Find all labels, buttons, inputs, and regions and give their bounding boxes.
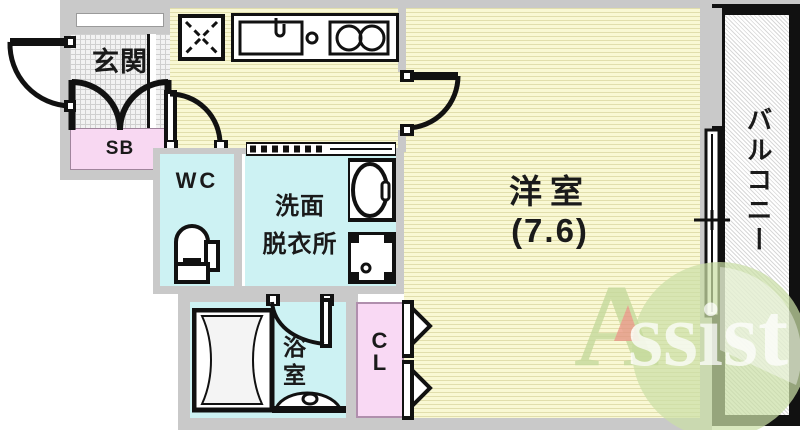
entrance-label: 玄関 xyxy=(92,47,148,78)
wall-entrance-outer-left xyxy=(60,0,70,180)
shoe-box-label: SB xyxy=(105,138,135,159)
closet-doors[interactable] xyxy=(400,300,436,420)
wall-top-main xyxy=(155,0,800,8)
wall-bottom-main xyxy=(178,418,712,430)
washing-machine-icon xyxy=(347,231,396,284)
hall-door[interactable] xyxy=(162,88,232,150)
entry-door[interactable] xyxy=(0,34,78,116)
wall-washroom-right xyxy=(396,148,404,294)
western-room-label: 洋室 xyxy=(509,172,591,211)
toilet-label: WC xyxy=(175,168,219,193)
wall-entrance-outer-bottom xyxy=(60,170,188,180)
wash-basin-icon xyxy=(346,158,396,224)
wall-washroom-bottom xyxy=(242,286,404,294)
wall-wc-block xyxy=(155,148,255,154)
kitchen-sink-icon xyxy=(231,13,399,62)
wall-wc-bottom xyxy=(153,286,243,294)
balcony-left-strip xyxy=(712,8,722,126)
washroom-sliding-door[interactable] xyxy=(245,142,397,156)
wall-kitchen-room-divider2 xyxy=(398,130,406,152)
bathroom-label-line1: 浴 xyxy=(283,335,307,361)
shower-fixture-icon xyxy=(272,384,348,414)
window-open-marker-icon xyxy=(694,210,730,230)
bathtub-icon xyxy=(191,307,276,414)
closet-label-line1: C xyxy=(371,328,389,353)
balcony-label: バルコニー xyxy=(742,106,772,256)
washroom-label-line1: 洗面 xyxy=(275,192,325,220)
washroom-label-line2: 脱衣所 xyxy=(262,230,338,258)
entrance-upper-panel xyxy=(76,13,164,27)
wall-wc-right xyxy=(234,148,242,294)
stove-icon xyxy=(178,14,225,61)
wall-kitchen-room-divider xyxy=(398,8,406,72)
toilet-fixture-icon xyxy=(168,208,230,284)
closet-label-line2: L xyxy=(372,350,388,375)
bathroom-label-line2: 室 xyxy=(283,363,307,389)
room-entry-door[interactable] xyxy=(396,66,476,142)
western-room-size: (7.6) xyxy=(511,212,589,249)
wall-bath-right xyxy=(346,294,356,418)
bathroom-folding-door[interactable] xyxy=(266,294,338,350)
wall-wc-left xyxy=(153,148,160,294)
wall-entrance-outer-top xyxy=(60,0,180,8)
shoe-cabinet-doors[interactable] xyxy=(68,76,174,134)
